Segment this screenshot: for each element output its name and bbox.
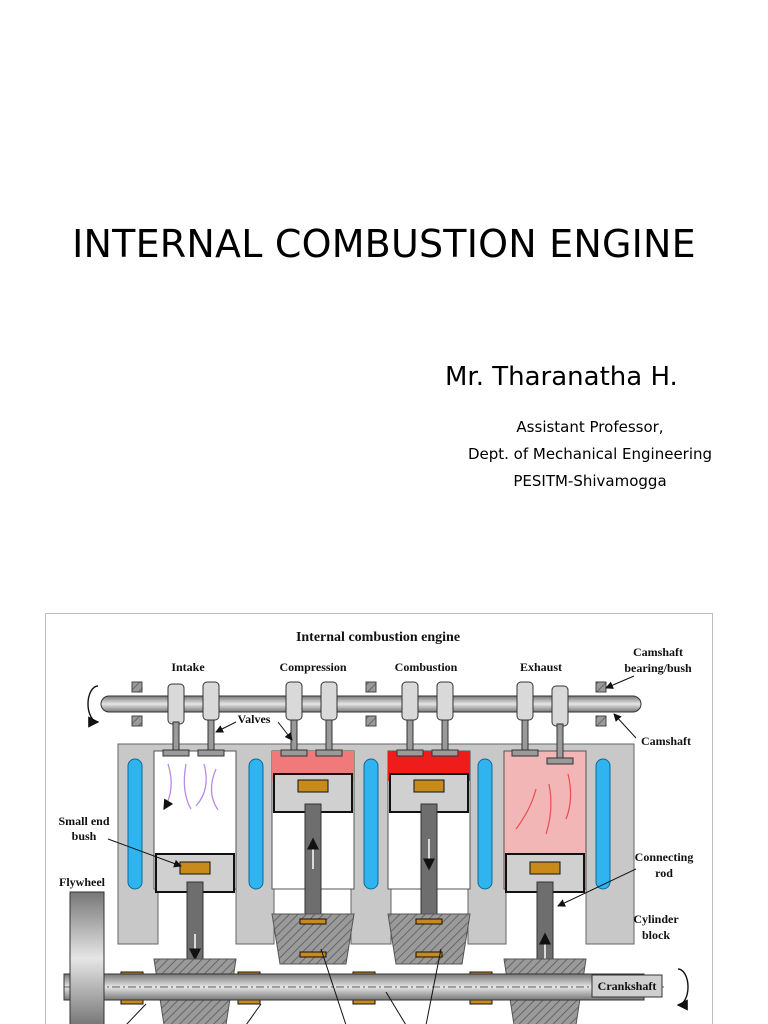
- stroke-label-combustion: Combustion: [395, 660, 458, 674]
- author-name: Mr. Tharanatha H.: [445, 362, 678, 392]
- flywheel: [69, 891, 105, 1024]
- label-camshaft: Camshaft: [641, 734, 691, 748]
- stroke-label-exhaust: Exhaust: [520, 660, 562, 674]
- author-affiliation: Assistant Professor, Dept. of Mechanical…: [440, 414, 740, 495]
- label-cylinder-block-line2: block: [642, 928, 670, 942]
- label-connecting-rod-line2: rod: [655, 866, 673, 880]
- label-camshaft-bearing-line1: Camshaft: [633, 645, 683, 659]
- camshaft-bearings: [131, 681, 607, 727]
- label-valves: Valves: [238, 712, 271, 726]
- label-small-end-line1: Small end: [58, 814, 109, 828]
- label-connecting-rod-line1: Connecting: [635, 850, 694, 864]
- label-cylinder-block-line1: Cylinder: [633, 912, 679, 926]
- slide-title: INTERNAL COMBUSTION ENGINE: [72, 222, 696, 266]
- bottom-pointer-lines: [126, 948, 442, 1024]
- affiliation-line-institution: PESITM-Shivamogga: [513, 472, 667, 490]
- affiliation-line-department: Dept. of Mechanical Engineering: [467, 445, 713, 463]
- affiliation-line-position: Assistant Professor,: [516, 418, 664, 436]
- crankshaft-label-box: [591, 974, 663, 998]
- label-camshaft-bearing-line2: bearing/bush: [624, 661, 692, 675]
- stroke-label-intake: Intake: [171, 660, 205, 674]
- label-flywheel: Flywheel: [59, 875, 106, 889]
- stroke-label-compression: Compression: [279, 660, 346, 674]
- label-small-end-line2: bush: [72, 829, 97, 843]
- camshaft: [87, 685, 642, 728]
- engine-diagram: Internal combustion engine Intake Compre…: [45, 613, 713, 1024]
- label-crankshaft: Crankshaft: [598, 979, 657, 993]
- valves: [162, 719, 574, 765]
- engine-diagram-svg: Internal combustion engine Intake Compre…: [58, 630, 694, 1024]
- figure-title: Internal combustion engine: [296, 630, 460, 645]
- coolant-passages: [127, 758, 611, 890]
